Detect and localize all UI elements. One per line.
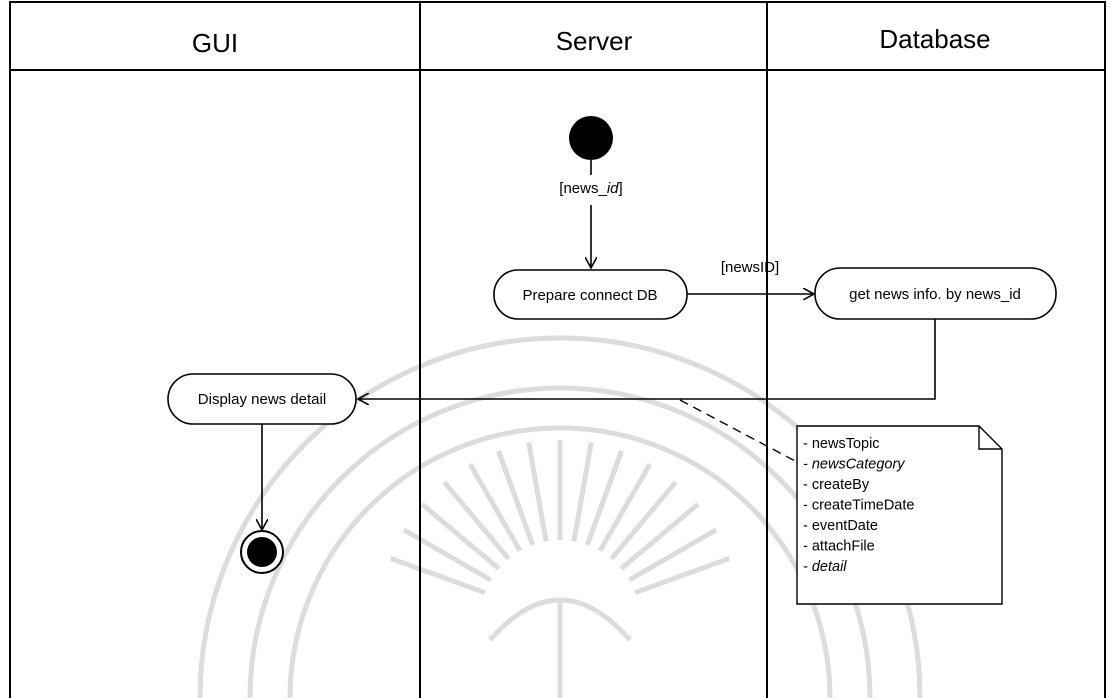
lane-title-gui: GUI xyxy=(192,28,238,58)
note-item: - detail xyxy=(803,559,847,575)
action-prepare-connect-db-label: Prepare connect DB xyxy=(522,287,657,304)
watermark-ray xyxy=(390,556,486,595)
note-item: - eventDate xyxy=(803,518,878,534)
action-get-news-info-label: get news info. by news_id xyxy=(849,286,1021,303)
final-node xyxy=(240,530,284,574)
watermark-ray xyxy=(571,442,594,542)
swimlane-frame xyxy=(9,1,1106,698)
watermark-ray xyxy=(496,450,535,546)
watermark-ray xyxy=(442,480,511,561)
lane-title-database: Database xyxy=(879,24,990,54)
watermark-ray xyxy=(467,462,523,552)
guard-news-id: [news_id] xyxy=(559,180,622,197)
note-attributes: - newsTopic - newsCategory - createBy - cre… xyxy=(796,425,1003,605)
note-item: - createBy xyxy=(803,477,870,493)
lane-title-server: Server xyxy=(556,26,633,56)
watermark-ray xyxy=(609,480,678,561)
initial-node xyxy=(569,116,613,160)
watermark-ray xyxy=(634,556,730,595)
note-item: - createTimeDate xyxy=(803,498,914,514)
note-anchor xyxy=(679,399,798,463)
watermark-ray xyxy=(402,527,492,583)
action-display-news-detail-label: Display news detail xyxy=(198,391,326,408)
watermark-ray xyxy=(597,462,653,552)
note-item: - newsTopic xyxy=(803,436,880,452)
note-item: - newsCategory xyxy=(803,457,905,473)
watermark-ray xyxy=(585,450,624,546)
flow-to-display xyxy=(358,319,936,399)
watermark-ray xyxy=(619,502,700,571)
note-item: - attachFile xyxy=(803,539,875,555)
guard-newsID: [newsID] xyxy=(721,259,779,276)
watermark-ray xyxy=(628,527,718,583)
watermark-ray xyxy=(526,442,549,542)
watermark-ray xyxy=(420,502,501,571)
